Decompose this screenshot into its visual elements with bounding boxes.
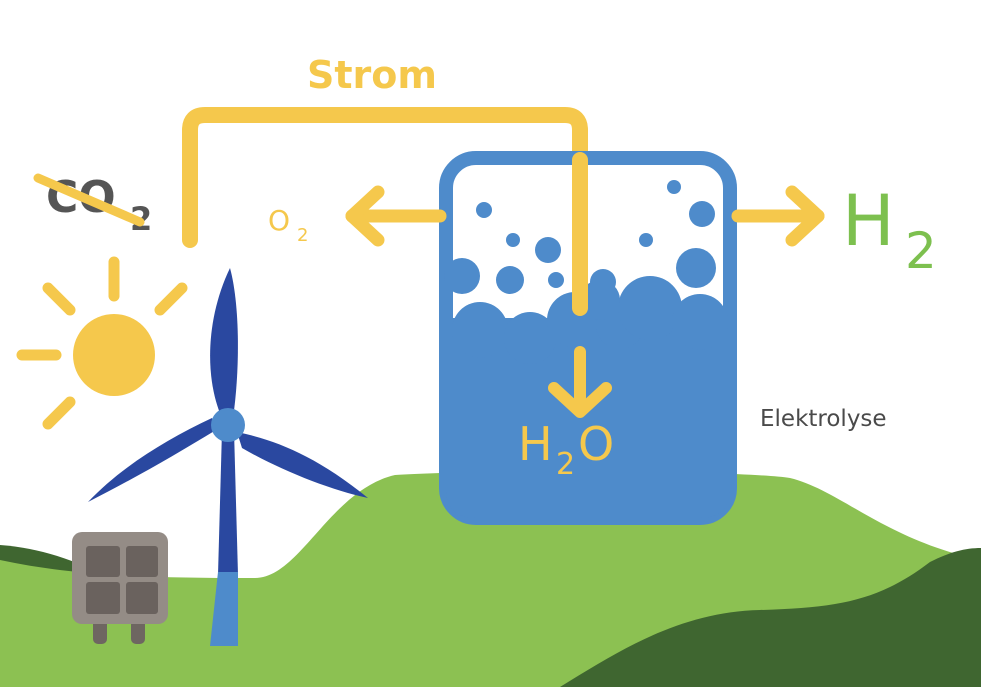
h2-subscript: 2 [905, 222, 937, 280]
o2-arrow-icon [345, 185, 447, 247]
h2o-label: H 2 O [518, 417, 614, 482]
h2o-h: H [518, 417, 553, 471]
h2o-o: O [578, 417, 614, 471]
wind-turbine-icon [88, 268, 368, 646]
h2o-subscript: 2 [556, 447, 575, 482]
co2-strike [33, 173, 145, 227]
h2-arrow-icon [731, 185, 825, 247]
o2-label: O 2 [268, 204, 308, 246]
h2-main: H [842, 180, 895, 262]
co2-label: CO 2 [33, 172, 152, 238]
o2-main: O [268, 204, 290, 237]
power-line [182, 107, 588, 308]
h2-label: H 2 [842, 180, 937, 280]
hill-right-dark [560, 548, 981, 687]
o2-subscript: 2 [297, 225, 308, 246]
electrolysis-tank [439, 151, 737, 525]
solar-panel-icon [72, 532, 168, 644]
down-arrow-icon [548, 346, 612, 418]
elektrolyse-label: Elektrolyse [760, 406, 887, 432]
sun-icon [16, 256, 188, 430]
strom-label: Strom [307, 53, 437, 97]
